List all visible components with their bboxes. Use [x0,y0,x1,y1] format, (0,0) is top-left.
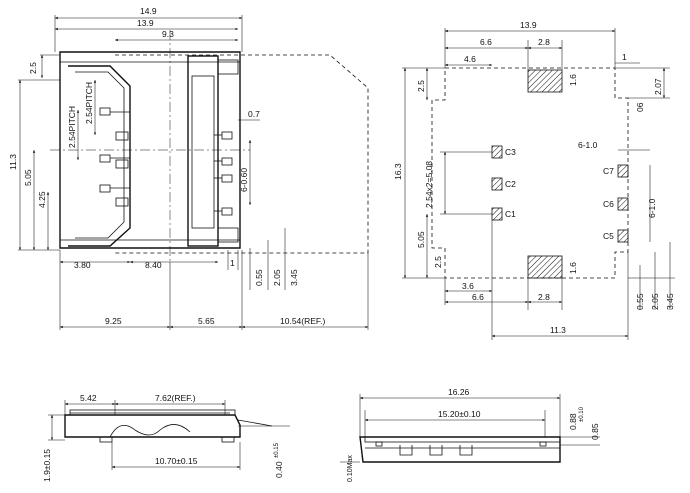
pcb-dim-16-3: 16.3 [393,163,403,180]
pcb-dim-06: 06 [635,102,645,112]
side-right-contacts [375,441,547,456]
dim-4-25: 4.25 [37,191,47,208]
dim-9-3: 9.3 [162,29,174,39]
dim-1: 1 [230,258,235,268]
dim-6-0-60: 6-0.60 [239,168,249,192]
dim-5-65: 5.65 [198,316,215,326]
pcb-dim-11-3: 11.3 [550,325,566,335]
label-c1: C1 [505,209,516,219]
label-c5: C5 [603,231,614,241]
dim-pitch-2: 2.54PITCH [84,82,94,124]
pcb-dim-3-6: 3.6 [462,281,474,291]
side-view-left: 5.42 7.62(REF.) 1.9±0.15 10.70±0.15 0.40… [42,393,290,482]
pcb-dim-3-45: 3.45 [665,293,675,310]
pad-bottom [527,255,563,279]
dim-11-3: 11.3 [8,154,18,170]
side-dim-0-88-tol: ±0.10 [579,406,585,422]
pcb-dim-1-6b: 1.6 [568,262,578,274]
side-dim-0-85: 0.85 [590,423,600,440]
pcb-dim-2-54x2: 2.54x2=5.08 [424,161,434,208]
pcb-dim-6-6: 6.6 [480,37,492,47]
pcb-dim-4-6: 4.6 [464,54,476,64]
label-c7: C7 [603,166,614,176]
housing-outline [59,51,241,249]
left-contacts [99,107,130,207]
pcb-dim-2-05: 2.05 [650,293,660,310]
dim-2-5: 2.5 [28,62,38,74]
pcb-dim-6-6b: 6.6 [472,292,484,302]
side-dim-0-40: 0.40 [274,461,284,478]
pcb-dim-13-9: 13.9 [520,20,537,30]
pcb-dim-2-5b: 2.5 [433,256,443,268]
dim-8-40: 8.40 [145,260,162,270]
side-dim-0-40-tol: ±0.15 [274,442,280,458]
dim-13-9: 13.9 [137,18,154,28]
pcb-layout: C3 C2 C1 C7 C6 C5 13.9 6.6 2.8 4.6 1 1.6… [393,20,675,340]
pcb-dim-2-8b: 2.8 [538,292,550,302]
dim-2-05: 2.05 [272,269,282,286]
pcb-dim-2-5: 2.5 [416,80,426,92]
dim-pitch-1: 2.54PITCH [67,106,77,148]
sim-card-outline [115,54,369,254]
side-dim-0-10: 0.10Max [347,455,354,482]
pcb-dim-5-05: 5.05 [416,231,426,248]
side-dim-16-26: 16.26 [448,387,470,397]
pcb-outline [431,67,629,279]
dim-10-54: 10.54(REF.) [280,316,326,326]
right-contacts [214,131,233,216]
side-view-right: 16.26 15.20±0.10 0.88 ±0.10 0.85 0.10Max [340,387,600,482]
pcb-dim-6-1-0b: 6-1.0 [647,198,657,218]
label-c2: C2 [505,179,516,189]
dim-9-25: 9.25 [105,316,122,326]
pcb-dim-1: 1 [622,52,627,62]
pcb-dim-2-8: 2.8 [538,37,550,47]
contact-pads [491,145,629,243]
pcb-dim-2-07: 2.07 [653,78,663,95]
dim-3-45: 3.45 [289,269,299,286]
label-c6: C6 [603,199,614,209]
label-c3: C3 [505,147,516,157]
dim-0-7: 0.7 [248,109,260,119]
side-dim-10-70: 10.70±0.15 [155,456,198,466]
side-dim-1-9: 1.9±0.15 [42,449,52,482]
pad-top [527,69,563,93]
dim-14-9: 14.9 [140,6,157,16]
side-left-body [64,414,241,438]
pcb-dim-0-55: 0.55 [635,293,645,310]
front-view: 14.9 13.9 9.3 2.5 11.3 5.05 4.25 2.54PIT… [8,6,369,330]
side-dim-0-88: 0.88 [568,413,578,430]
dim-3-80: 3.80 [74,260,91,270]
pcb-dim-6-1-0a: 6-1.0 [578,140,598,150]
dim-5-05: 5.05 [23,169,33,186]
dim-0-55: 0.55 [254,269,264,286]
side-dim-5-42: 5.42 [80,393,97,403]
side-dim-15-20: 15.20±0.10 [438,409,481,419]
side-dim-7-62: 7.62(REF.) [155,393,196,403]
pcb-dim-1-6: 1.6 [568,74,578,86]
